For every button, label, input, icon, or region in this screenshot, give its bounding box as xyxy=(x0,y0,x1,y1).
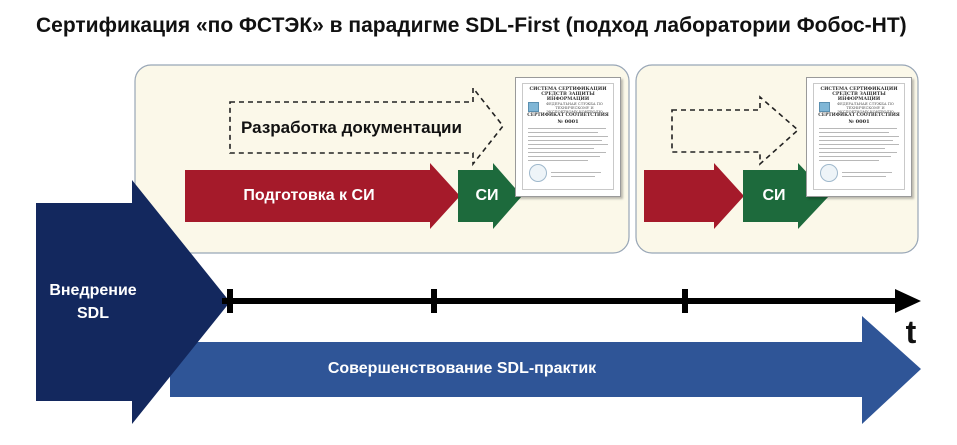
green-arrow-si-first xyxy=(458,163,522,229)
emblem-icon xyxy=(819,102,830,112)
prep-label: Подготовка к СИ xyxy=(243,187,375,204)
certificate-type: СЕРТИФИКАТ СООТВЕТСТВИЯ xyxy=(818,113,900,118)
certificate-header: СИСТЕМА СЕРТИФИКАЦИИ СРЕДСТВ ЗАЩИТЫ ИНФО… xyxy=(529,87,607,103)
certificate-type: СЕРТИФИКАТ СООТВЕТСТВИЯ xyxy=(527,113,609,118)
dashed-arrow-second xyxy=(671,95,800,166)
axis-tick xyxy=(227,289,233,313)
axis-tick xyxy=(431,289,437,313)
certificate-thumbnail-first: СИСТЕМА СЕРТИФИКАЦИИ СРЕДСТВ ЗАЩИТЫ ИНФО… xyxy=(515,77,621,197)
certificate-thumbnail-second: СИСТЕМА СЕРТИФИКАЦИИ СРЕДСТВ ЗАЩИТЫ ИНФО… xyxy=(806,77,912,197)
sdl-intro-label: Внедрение SDL xyxy=(49,282,137,322)
certificate-header: СИСТЕМА СЕРТИФИКАЦИИ СРЕДСТВ ЗАЩИТЫ ИНФО… xyxy=(820,87,898,103)
improvement-bar-arrow xyxy=(170,316,921,424)
red-arrow-second xyxy=(644,163,744,229)
docs-label: Разработка документации xyxy=(241,118,462,137)
certificate-org: ФЕДЕРАЛЬНАЯ СЛУЖБА ПО ТЕХНИЧЕСКОМУ И ЭКС… xyxy=(837,102,894,114)
certificate-number: № 0001 xyxy=(557,119,579,125)
emblem-icon xyxy=(528,102,539,112)
axis-tick xyxy=(682,289,688,313)
sdl-intro-arrow xyxy=(36,180,230,424)
improvement-label: Совершенствование SDL-практик xyxy=(327,360,597,377)
dashed-arrow-docs xyxy=(229,85,505,167)
si-first-label: СИ xyxy=(475,187,499,204)
page-title: Сертификация «по ФСТЭК» в парадигме SDL-… xyxy=(36,14,907,37)
certificate-number: № 0001 xyxy=(848,119,870,125)
certificate-org: ФЕДЕРАЛЬНАЯ СЛУЖБА ПО ТЕХНИЧЕСКОМУ И ЭКС… xyxy=(546,102,603,114)
red-arrow-prep xyxy=(185,163,460,229)
time-axis-label: t xyxy=(905,313,917,350)
seal-icon xyxy=(820,164,838,182)
time-axis-arrowhead xyxy=(895,289,921,313)
seal-icon xyxy=(529,164,547,182)
si-second-label: СИ xyxy=(762,187,786,204)
